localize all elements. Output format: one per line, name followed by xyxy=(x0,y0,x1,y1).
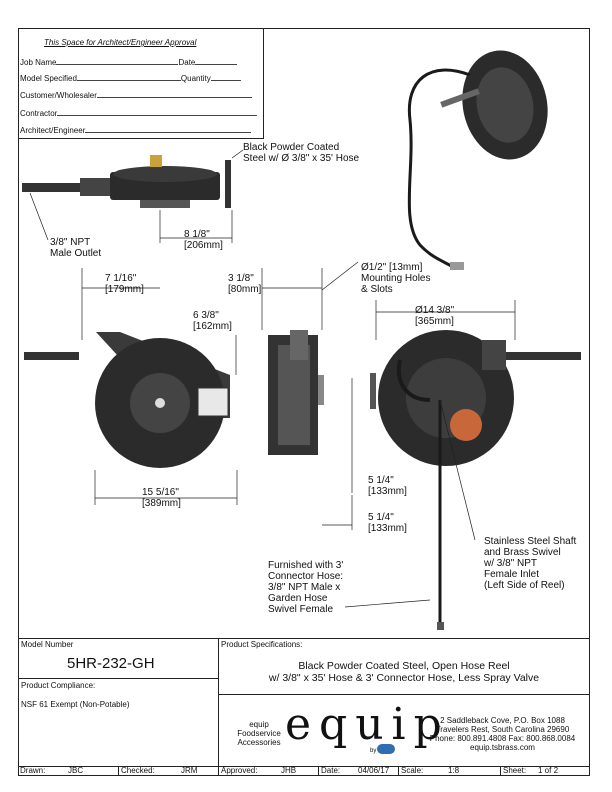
model-number: 5HR-232-GH xyxy=(67,655,155,672)
dim-5-1-4-a: 5 1/4"[133mm] xyxy=(368,475,407,497)
sheet-number: 1 of 2 xyxy=(538,766,559,775)
compliance-value: NSF 61 Exempt (Non-Potable) xyxy=(21,700,130,709)
isometric-reel-image xyxy=(407,50,548,270)
drawn-by: JBC xyxy=(68,766,84,775)
dim-5-1-4-b: 5 1/4"[133mm] xyxy=(368,512,407,534)
dim-15-5-16: 15 5/16"[389mm] xyxy=(142,487,181,509)
contractor-field[interactable]: Contractor xyxy=(20,109,258,118)
top-width-dimension: 8 1/8"[206mm] xyxy=(184,229,223,251)
dimension-lines xyxy=(29,149,516,608)
product-specifications: Black Powder Coated Steel, Open Hose Ree… xyxy=(268,660,540,684)
tsbrass-logo-icon xyxy=(377,744,395,754)
equip-logo: equip xyxy=(285,699,450,750)
model-number-label: Model Number xyxy=(21,640,74,649)
dim-7-1-16: 7 1/16"[179mm] xyxy=(105,273,144,295)
dim-3-1-8: 3 1/8"[80mm] xyxy=(228,273,262,295)
drawing-info-row: Drawn: JBC Checked: JRM Approved: JHB Da… xyxy=(20,766,559,776)
connector-hose-callout: Furnished with 3'Connector Hose:3/8" NPT… xyxy=(268,560,344,615)
drawing-date: 04/06/17 xyxy=(358,766,390,775)
mounting-holes-callout: Ø1/2" [13mm]Mounting Holes& Slots xyxy=(361,262,431,295)
compliance-label: Product Compliance: xyxy=(21,681,96,690)
architect-field[interactable]: Architect/Engineer xyxy=(20,126,252,135)
logo-by: by xyxy=(370,748,377,754)
side-view-3-image xyxy=(370,330,581,630)
customer-field[interactable]: Customer/Wholesaler xyxy=(20,91,252,100)
approved-by: JHB xyxy=(281,766,297,775)
dim-6-3-8: 6 3/8"[162mm] xyxy=(193,310,232,332)
specs-label: Product Specifications: xyxy=(221,640,303,649)
brand-text: equip Foodservice Accessories xyxy=(237,720,281,747)
side-view-1-image xyxy=(24,332,230,468)
approval-box: This Space for Architect/Engineer Approv… xyxy=(18,28,264,139)
top-view-image xyxy=(22,155,231,208)
side-view-2-image xyxy=(268,330,324,455)
address-block: 2 Saddleback Cove, P.O. Box 1088 Travele… xyxy=(429,716,576,752)
technical-drawing xyxy=(22,50,581,630)
drawing-scale: 1:8 xyxy=(448,766,460,775)
dim-diameter-14-3-8: Ø14 3/8"[365mm] xyxy=(415,305,455,327)
checked-by: JRM xyxy=(181,766,198,775)
drawing-frame xyxy=(18,28,590,776)
approval-title: This Space for Architect/Engineer Approv… xyxy=(44,38,197,47)
